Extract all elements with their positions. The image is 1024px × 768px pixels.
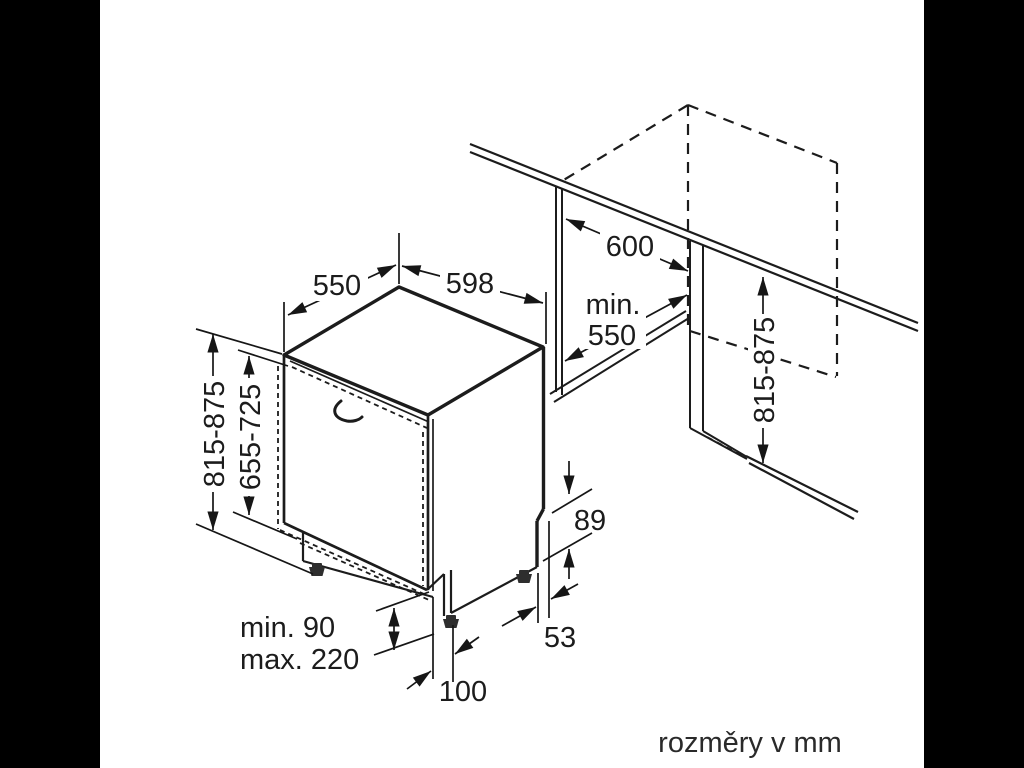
dim-label-appliance-height: 815-875 (199, 381, 231, 487)
dim-door-panel-height: 655-725 (232, 349, 298, 540)
dim-niche-depth: min. 550 (564, 289, 688, 362)
dim-label-niche-depth-value: 550 (588, 320, 636, 352)
dim-label-top-width: 598 (446, 268, 494, 300)
dim-foot-inset: 100 (406, 597, 487, 708)
dim-label-foot-inset: 100 (439, 676, 487, 708)
diagram-canvas: 550 598 600 (100, 0, 924, 768)
door-handle-icon (333, 399, 364, 423)
dishwasher-right-face (535, 347, 546, 567)
dim-label-door-panel-height: 655-725 (235, 384, 267, 490)
dimensions: 550 598 600 (195, 218, 781, 708)
dim-label-plinth-max: max. 220 (240, 644, 359, 676)
countertop (469, 142, 919, 333)
niche-right-panel (689, 241, 748, 460)
dim-plinth-height: min. 90 max. 220 (240, 591, 435, 676)
dim-label-niche-height: 815-875 (749, 317, 781, 423)
floor-line (745, 455, 859, 520)
dim-label-rear-clearance-depth: 53 (544, 622, 576, 654)
units-caption: rozměry v mm (658, 727, 842, 759)
foot-icon (516, 570, 532, 583)
installation-diagram: 550 598 600 (195, 103, 919, 759)
dim-rear-clearance-depth: 53 (501, 521, 579, 654)
dim-label-plinth-min: min. 90 (240, 612, 335, 644)
dishwasher-door-face (277, 355, 434, 595)
dim-rear-clearance-height: 89 (542, 461, 606, 579)
dim-top-depth: 550 (283, 233, 400, 352)
dishwasher-top-face (282, 285, 545, 423)
dim-niche-width: 600 (565, 218, 689, 272)
dim-niche-height: 815-875 (748, 277, 781, 463)
kitchen-cabinet (469, 103, 919, 520)
dim-top-width: 598 (401, 265, 547, 344)
dim-label-top-depth: 550 (313, 270, 361, 302)
dim-label-niche-depth-min: min. (586, 289, 641, 321)
dim-appliance-height: 815-875 (195, 328, 314, 575)
dim-label-niche-width: 600 (606, 231, 654, 263)
foot-icon (443, 615, 459, 628)
dishwasher-feet (309, 563, 532, 628)
dim-label-rear-clearance-height: 89 (574, 505, 606, 537)
dishwasher-base (299, 533, 538, 616)
dishwasher (277, 285, 546, 628)
